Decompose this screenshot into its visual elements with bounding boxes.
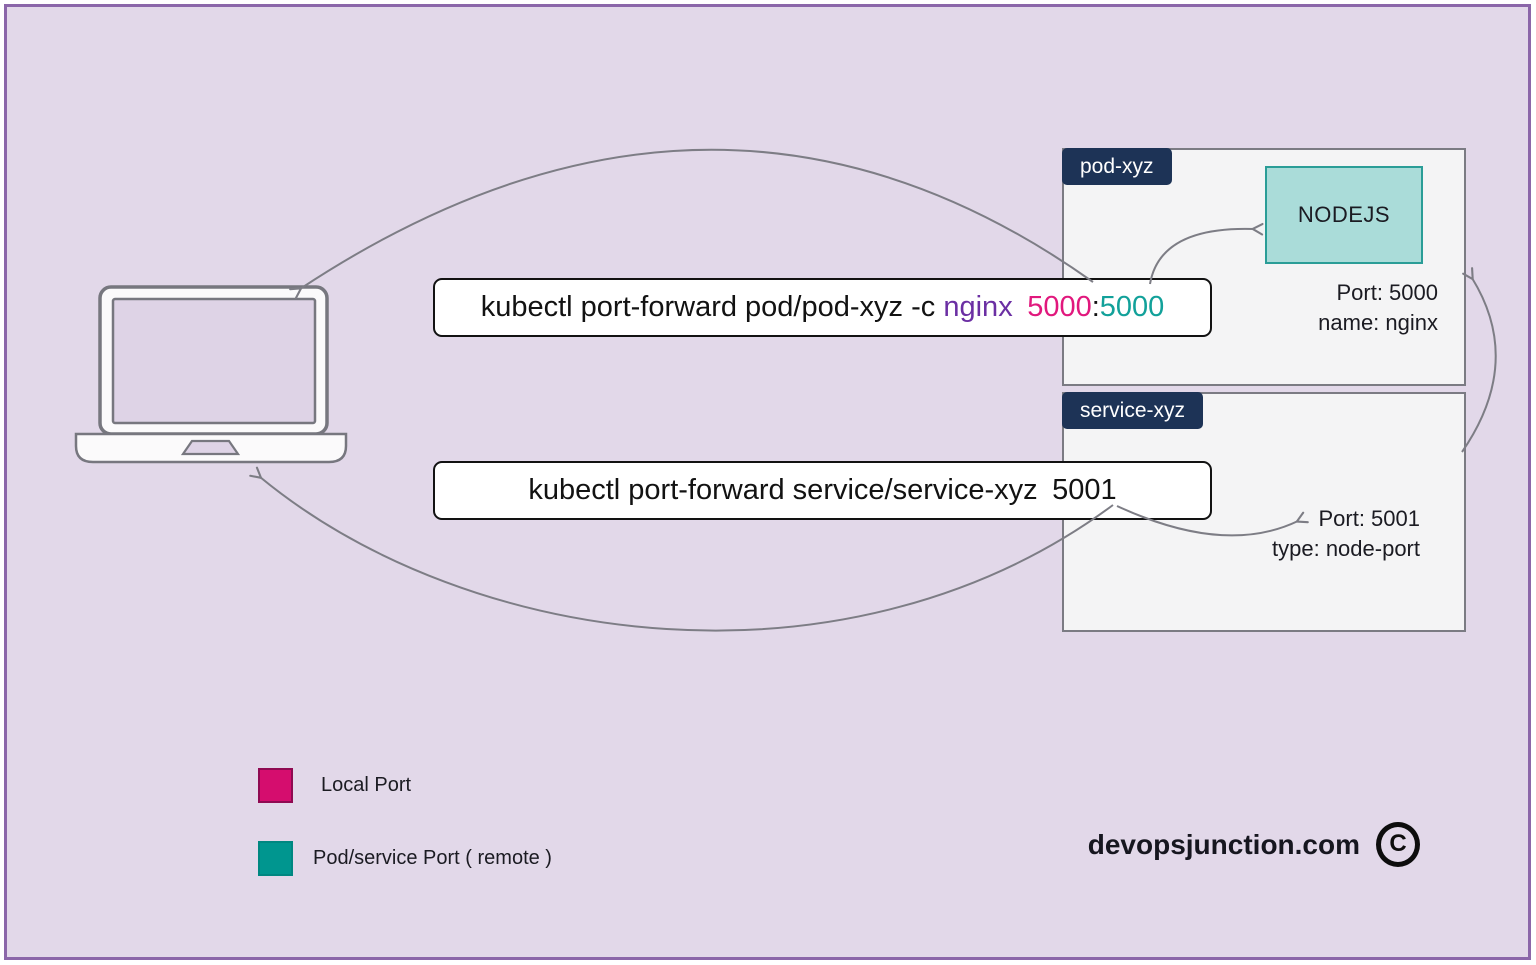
nodejs-container-box: NODEJS [1265, 166, 1423, 264]
command-service-prefix: kubectl port-forward service/service-xyz [528, 474, 1038, 506]
command-pod-prefix: kubectl port-forward pod/pod-xyz -c [480, 291, 936, 323]
footer: devopsjunction.com C [1088, 822, 1420, 867]
pod-port-line: Port: 5000 [1336, 280, 1438, 305]
command-pod-port-forward: kubectl port-forward pod/pod-xyz -c ngin… [433, 278, 1212, 337]
remote-port-swatch [258, 841, 293, 876]
copyright-icon: C [1376, 822, 1420, 867]
command-service-local-port: 5001 [1052, 474, 1117, 506]
pod-name-line: name: nginx [1318, 310, 1438, 335]
legend-label-remote-port: Pod/service Port ( remote ) [313, 847, 552, 869]
service-port-info: Port: 5001 type: node-port [1272, 504, 1420, 564]
legend-item-remote-port: Pod/service Port ( remote ) [258, 841, 552, 876]
service-label: service-xyz [1062, 392, 1204, 429]
command-pod-separator: : [1091, 291, 1100, 323]
command-pod-container-name: nginx [943, 291, 1013, 323]
local-port-swatch [258, 768, 293, 803]
service-port-line: Port: 5001 [1318, 506, 1420, 531]
pod-port-info: Port: 5000 name: nginx [1318, 278, 1438, 338]
service-type-line: type: node-port [1272, 536, 1420, 561]
command-pod-local-port: 5000 [1027, 291, 1092, 323]
site-name: devopsjunction.com [1087, 828, 1360, 860]
command-pod-remote-port: 5000 [1099, 291, 1165, 323]
pod-label: pod-xyz [1062, 148, 1172, 185]
legend-item-local-port: Local Port [258, 768, 411, 803]
pod-box: pod-xyz NODEJS Port: 5000 name: nginx [1062, 148, 1466, 386]
command-service-port-forward: kubectl port-forward service/service-xyz… [433, 461, 1212, 520]
legend-label-local-port: Local Port [321, 774, 412, 796]
